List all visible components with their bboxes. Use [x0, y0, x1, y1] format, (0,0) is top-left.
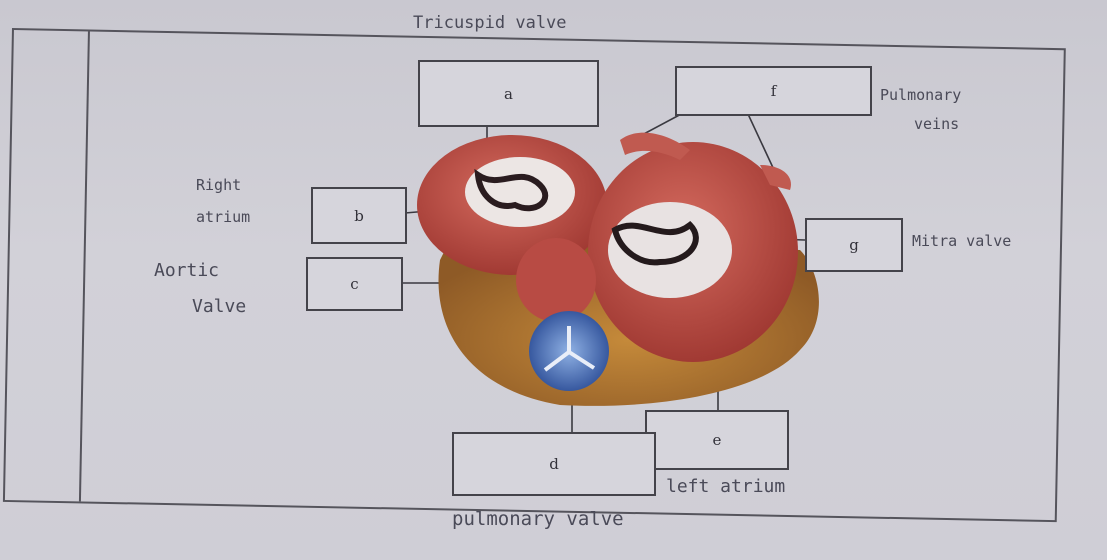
label-box-b[interactable]: b [311, 187, 407, 244]
handwritten-mitral-valve: Mitra valve [912, 232, 1011, 250]
label-box-c-text: c [350, 275, 358, 293]
handwritten-pulmonary-veins-2: veins [914, 115, 959, 133]
handwritten-right-atrium-2: atrium [196, 208, 250, 226]
label-box-d[interactable]: d [452, 432, 656, 496]
handwritten-left-atrium: left atrium [666, 478, 785, 496]
label-box-c[interactable]: c [306, 257, 403, 311]
handwritten-tricuspid-valve: Tricuspid valve [413, 14, 567, 32]
label-box-f[interactable]: f [675, 66, 872, 116]
handwritten-right-atrium-1: Right [196, 176, 241, 194]
handwritten-aortic-2: Valve [192, 298, 246, 316]
label-box-g[interactable]: g [805, 218, 903, 272]
label-box-a-text: a [504, 85, 513, 103]
label-box-e-text: e [713, 431, 722, 449]
handwritten-aortic-1: Aortic [154, 262, 219, 280]
label-box-e[interactable]: e [645, 410, 789, 470]
handwritten-pulmonary-veins-1: Pulmonary [880, 86, 961, 104]
label-box-a[interactable]: a [418, 60, 599, 127]
handwritten-pulmonary-valve: pulmonary valve [452, 510, 624, 528]
label-box-f-text: f [771, 82, 777, 100]
label-box-g-text: g [849, 236, 859, 254]
aortic-root [516, 238, 596, 322]
label-box-b-text: b [354, 207, 364, 225]
label-box-d-text: d [549, 455, 559, 473]
